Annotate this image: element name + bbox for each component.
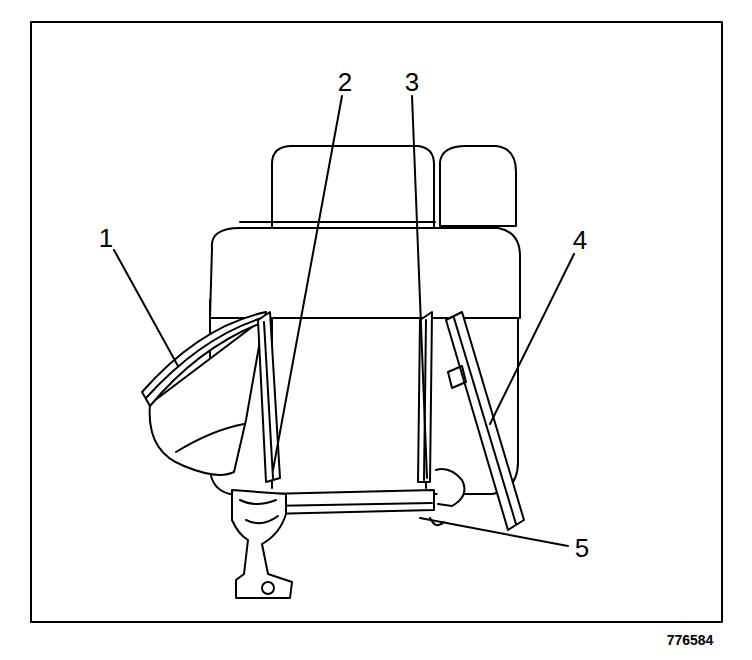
seat-leg (232, 490, 292, 598)
callout-number: 3 (405, 69, 419, 95)
leader-line (490, 254, 574, 424)
back-panel-curve (176, 424, 244, 452)
left-trim-line (264, 322, 273, 478)
right-trim-strip (418, 312, 432, 482)
side-panel-clip (448, 366, 466, 388)
callout-number: 5 (575, 535, 589, 561)
back-panel-edge-line (146, 317, 265, 398)
figure-number: 776584 (667, 633, 714, 647)
right-headrest (440, 146, 516, 226)
figure-frame (31, 22, 722, 622)
bottom-bar-line (268, 503, 432, 506)
seat-leg-detail (240, 500, 278, 523)
bottom-bar (266, 490, 434, 514)
bolt-hole (262, 582, 274, 594)
callout-number: 1 (99, 225, 113, 251)
leader-line (273, 96, 342, 470)
callout-number: 4 (573, 227, 587, 253)
callout-number: 2 (338, 69, 352, 95)
right-bracket (436, 469, 464, 506)
left-trim-strip (258, 312, 280, 482)
left-headrest (272, 146, 434, 230)
leader-line (114, 250, 178, 366)
leader-line (412, 96, 427, 478)
leader-line (420, 518, 568, 546)
seam-line (240, 221, 435, 223)
seatback-top (210, 228, 520, 318)
back-panel-edge (142, 312, 266, 406)
center-panel (272, 318, 426, 488)
